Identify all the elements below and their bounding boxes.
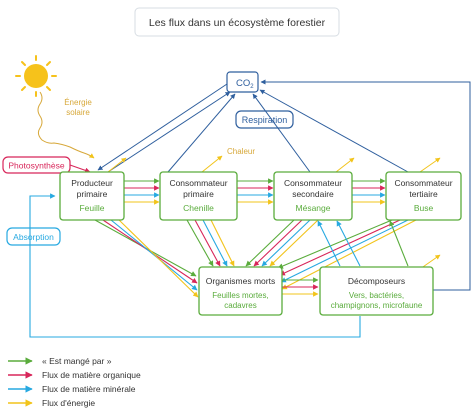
photosynthese-label: Photosynthèse [8,161,65,171]
legend-label-green: « Est mangé par » [42,356,112,366]
sun-icon [15,55,57,97]
cons1-line1: Consommateur [169,178,227,188]
flow-red-c3-morts [279,219,401,276]
arrow-cons3-to-co2 [259,89,409,173]
heat-arrow-cons2 [335,157,355,173]
respiration-label: Respiration [242,115,288,125]
node-organismes-morts: Organismes morts Feuilles mortes, cadavr… [198,266,283,316]
co2-subscript: 2 [250,84,254,90]
flow-yellow-p-morts [118,219,199,298]
legend: « Est mangé par » Flux de matière organi… [8,356,141,408]
decomp-ex2: champignons, microfaune [331,301,423,310]
solar-energy-label-2: solaire [66,108,90,117]
node-cons2: Consommateur secondaire Mésange [273,171,353,221]
node-cons1: Consommateur primaire Chenille [159,171,238,221]
flow-green-decomp-up [389,220,409,267]
flow-red-c1-morts [194,219,221,267]
flow-blue-decomp-up [317,220,341,267]
title-box [134,7,340,37]
node-decomposeurs: Décomposeurs Vers, bactéries, champignon… [319,266,434,316]
flow-blue-c2-morts [261,219,311,267]
morts-ex1: Feuilles mortes, [212,291,268,300]
arrow-cons1-to-co2 [167,93,236,173]
heat-arrow-cons1 [201,155,223,173]
cons3-line1: Consommateur [394,178,452,188]
morts-ex2: cadavres [224,301,256,310]
arrow-cons2-to-co2 [252,93,311,173]
cons2-example: Mésange [296,203,331,213]
legend-label-yellow: Flux d'énergie [42,398,95,408]
respiration-box [235,110,294,129]
flow-green-c2-morts [245,219,295,267]
co2-box [226,71,259,93]
flow-green-c1-morts [186,219,214,267]
flow-blue-c1-morts [202,219,228,267]
flow-blue-c3-morts [280,219,409,283]
co2-label: CO [236,78,250,89]
cons1-example: Chenille [183,203,214,213]
absorption-box [6,227,61,246]
legend-label-red: Flux de matière organique [42,370,141,380]
heat-arrow-cons3 [419,157,441,173]
legend-label-blue: Flux de matière minérale [42,384,136,394]
cons2-line2: secondaire [292,189,334,199]
arrow-co2-to-producteur [97,83,228,171]
svg-text:CO2: CO2 [236,78,254,90]
decomp-ex1: Vers, bactéries, [349,291,404,300]
flow-blue-p-morts [110,219,198,291]
solar-energy-label-1: Énergie [64,98,92,107]
heat-arrow-producteur [107,157,127,173]
absorption-label: Absorption [13,232,54,242]
producteur-line1: Producteur [71,178,113,188]
chaleur-label: Chaleur [227,147,255,156]
absorption-arrow [29,193,361,338]
flow-yellow-c1-morts [210,219,235,267]
node-producteur: Producteur primaire Feuille [59,171,125,221]
flow-yellow-c2-morts [269,219,319,267]
cons2-line1: Consommateur [284,178,342,188]
node-cons3: Consommateur tertiaire Buse [385,171,462,221]
producteur-line2: primaire [77,189,108,199]
arrow-decomp-to-co2 [260,79,471,291]
arrow-producteur-to-co2 [107,91,231,173]
flow-blue-decomp-up-2 [336,220,361,267]
diagram-title: Les flux dans un écosystème forestier [149,17,326,29]
flow-red-c2-morts [253,219,303,267]
morts-line1: Organismes morts [206,276,275,286]
flow-green-c3-morts [277,219,393,269]
cons3-example: Buse [414,203,434,213]
producteur-example: Feuille [79,203,104,213]
cons3-line2: tertiaire [409,189,438,199]
photosynthese-arrow [69,164,91,173]
decomp-line1: Décomposeurs [348,276,405,286]
solar-energy-arrow [37,91,95,159]
cons1-line2: primaire [183,189,214,199]
